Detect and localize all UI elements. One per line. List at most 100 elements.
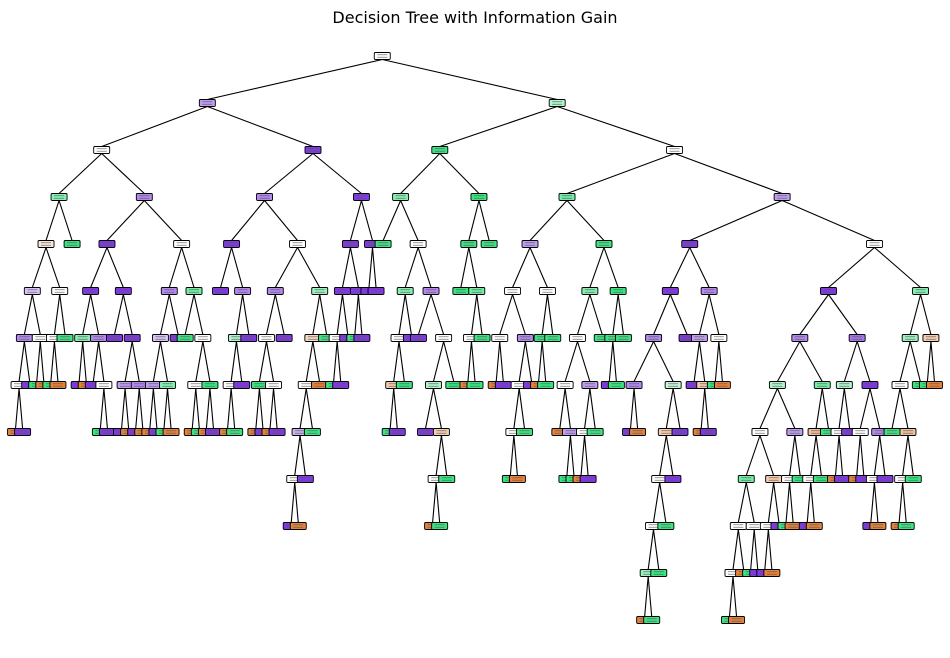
tree-edge [468,200,480,241]
tree-edge [430,294,445,335]
tree-node [311,287,329,295]
tree-node [240,334,258,342]
tree-edge [227,388,232,429]
tree-edge [101,105,208,148]
tree-edge [152,388,158,429]
tree-node-box [223,240,241,248]
tree-node-box [160,287,178,295]
tree-edge [566,435,571,476]
tree-edge [499,294,514,335]
tree-edge [443,341,455,382]
tree-edge [810,435,817,476]
tree-node-box [504,287,522,295]
chart-title: Decision Tree with Information Gain [332,8,618,27]
tree-node [657,428,675,436]
tree-edge [689,199,783,242]
tree-edge [693,341,700,382]
tree-node [666,146,684,154]
tree-node [521,240,539,248]
tree-node-box [661,287,679,295]
tree-node-box [240,334,258,342]
tree-node-box [304,146,322,154]
tree-edge [557,105,675,148]
tree-edge [59,294,66,335]
tree-node [144,381,162,389]
tree-node [765,475,783,483]
tree-edge [810,482,815,523]
tree-edge [759,435,775,476]
tree-node [14,428,32,436]
tree-edge [617,294,624,335]
tree-node-box [98,428,116,436]
tree-edge [665,388,674,429]
tree-node [690,334,708,342]
tree-edge [439,153,480,194]
tree-edge [341,294,349,335]
tree-edge [432,482,437,523]
tree-edge [764,529,769,570]
tree-edge [219,247,233,288]
tree-edge [920,294,932,335]
tree-edge [773,482,780,523]
tree-edge [404,294,412,335]
tree-edge [478,200,490,241]
tree-node [56,334,74,342]
tree-edge [652,529,660,570]
tree-edge [665,435,674,476]
tree-node-box [460,240,478,248]
tree-edge [297,247,321,288]
tree-edge [821,388,829,429]
tree-node-box [431,522,449,530]
tree-edge [45,200,60,241]
tree-edge [181,247,195,288]
tree-node [233,381,251,389]
tree-node-box [643,616,661,624]
tree-node [581,287,599,295]
tree-node-box [645,334,663,342]
tree-node [516,428,533,436]
tree-node [289,522,307,530]
tree-edge [258,341,268,382]
tree-node-box [561,428,579,436]
tree-node-box [201,381,219,389]
tree-node-box [664,475,682,483]
tree-node [544,334,562,342]
tree-node-box [162,428,180,436]
tree-node-box [922,334,940,342]
tree-node [786,428,804,436]
tree-node [289,240,306,248]
tree-edge [566,152,675,195]
tree-node-box [373,52,391,60]
tree-edge [718,341,723,382]
tree-edge [45,247,61,288]
tree-node [834,475,852,483]
tree-node [304,146,322,154]
tree-node-box [901,334,919,342]
tree-node [431,146,449,154]
tree-edge [336,341,342,382]
tree-node-box [480,240,498,248]
tree-edge [290,482,296,523]
tree-edge [106,247,124,288]
tree-edge [873,435,881,476]
tree-node [480,240,498,248]
tree-node-box [431,146,449,154]
tree-edge [834,435,840,476]
tree-edge [704,388,709,429]
tree-edge [674,152,783,195]
tree-node-box [135,193,153,201]
tree-node-box [581,287,599,295]
tree-node-box [729,522,747,530]
tree-node [558,193,576,201]
tree-edge [36,341,41,382]
tree-edge [902,482,907,523]
tree-node-box [773,193,791,201]
tree-node-box [176,334,194,342]
tree-edge [672,388,681,429]
tree-node [388,428,406,436]
tree-node [130,381,148,389]
tree-edge [349,200,362,241]
tree-edge [98,341,105,382]
tree-node [901,334,919,342]
tree-edge [417,294,432,335]
